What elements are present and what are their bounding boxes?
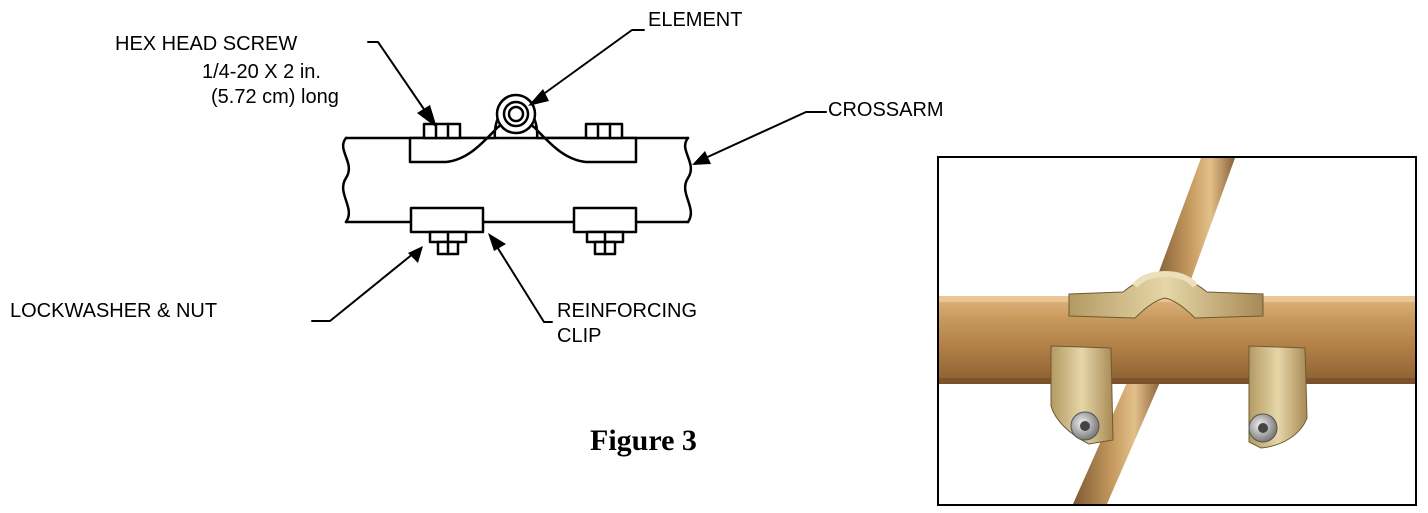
lockwasher-nut-left — [428, 230, 468, 256]
crossarm-body — [341, 136, 693, 224]
bottom-clip-right — [572, 206, 638, 234]
leader-lines — [311, 29, 827, 323]
label-reinforcing: REINFORCING — [557, 300, 697, 322]
label-clip: CLIP — [557, 325, 602, 347]
photo-element-tube-top — [1153, 158, 1235, 296]
photo-crossarm — [939, 296, 1415, 384]
hex-head-screw-left — [422, 122, 462, 140]
figure-title: Figure 3 — [590, 424, 697, 457]
label-lockwasher-nut: LOCKWASHER & NUT — [10, 300, 218, 322]
label-screw-length: (5.72 cm) long — [211, 86, 339, 108]
assembly-photo — [937, 156, 1417, 506]
photo-element-tube-bottom — [1073, 378, 1161, 504]
bottom-clip-left — [409, 206, 485, 234]
label-crossarm: CROSSARM — [828, 99, 944, 121]
hex-head-screw-right — [584, 122, 624, 140]
lockwasher-nut-right — [585, 230, 625, 256]
element-tube — [495, 93, 537, 135]
arrowheads — [408, 89, 711, 263]
photo-nut-left — [1070, 411, 1100, 441]
photo-top-clip — [1068, 271, 1264, 319]
assembly-photo-illustration — [939, 158, 1415, 504]
label-screw-size: 1/4-20 X 2 in. — [202, 61, 321, 83]
label-element: ELEMENT — [648, 9, 743, 31]
photo-nut-right — [1248, 413, 1278, 443]
label-hex-head-screw: HEX HEAD SCREW — [115, 33, 298, 55]
